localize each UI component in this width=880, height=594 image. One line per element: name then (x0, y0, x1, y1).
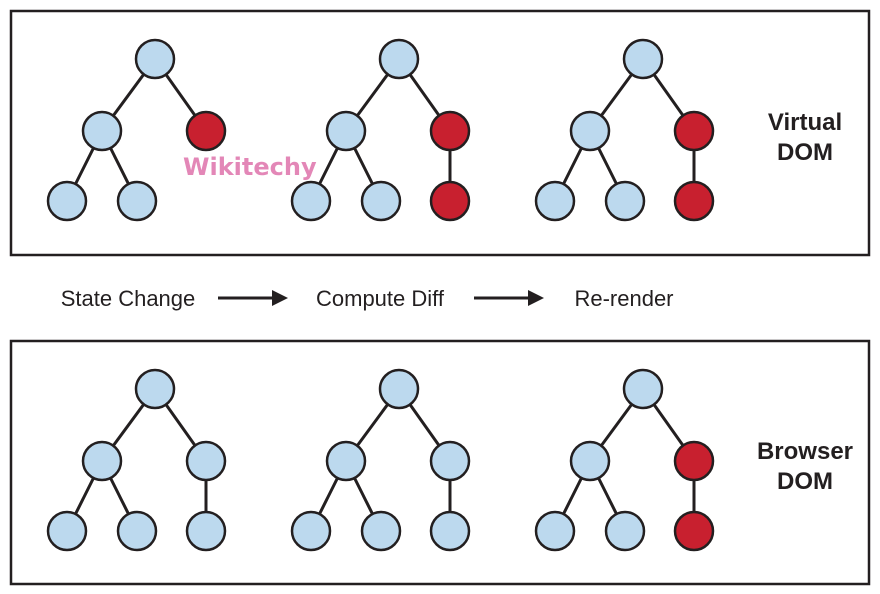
tree-node (325, 110, 367, 152)
tree-node (81, 110, 123, 152)
browser-dom-panel: Browser DOM (9, 339, 871, 586)
tree-node (46, 510, 88, 552)
virtual-dom-label-line1: Virtual (768, 109, 842, 136)
tree-node-changed (673, 440, 715, 482)
tree-node (290, 510, 332, 552)
tree-node (134, 368, 176, 410)
tree-node-changed (185, 110, 227, 152)
tree-node-changed (673, 510, 715, 552)
tree-node (569, 440, 611, 482)
tree-node (116, 510, 158, 552)
browser-dom-trees (46, 368, 715, 552)
tree-node (429, 510, 471, 552)
browser-dom-tree-2 (290, 368, 471, 552)
arrow-right-icon (474, 290, 544, 306)
tree-node (622, 38, 664, 80)
browser-dom-tree-3 (534, 368, 715, 552)
tree-node (81, 440, 123, 482)
tree-node (622, 368, 664, 410)
tree-node-changed (429, 110, 471, 152)
tree-node (429, 440, 471, 482)
flow-step-compute-diff: Compute Diff (316, 286, 445, 311)
flow-step-state-change: State Change (61, 286, 196, 311)
tree-node-changed (429, 180, 471, 222)
virtual-dom-label-line2: DOM (777, 139, 833, 166)
browser-dom-tree-1 (46, 368, 227, 552)
tree-node (116, 180, 158, 222)
tree-node (360, 180, 402, 222)
tree-node (134, 38, 176, 80)
tree-node (325, 440, 367, 482)
tree-node (378, 368, 420, 410)
tree-node-changed (673, 180, 715, 222)
tree-node (185, 510, 227, 552)
virtual-dom-tree-1 (46, 38, 227, 222)
tree-node (360, 510, 402, 552)
tree-node-changed (673, 110, 715, 152)
virtual-dom-tree-3 (534, 38, 715, 222)
tree-node (534, 510, 576, 552)
tree-node (290, 180, 332, 222)
tree-node (604, 510, 646, 552)
flow-step-re-render: Re-render (574, 286, 673, 311)
tree-node (534, 180, 576, 222)
flow-row: State Change Compute Diff Re-render (61, 286, 674, 311)
arrow-right-icon (218, 290, 288, 306)
tree-node (378, 38, 420, 80)
browser-dom-label-line1: Browser (757, 438, 853, 465)
tree-node (569, 110, 611, 152)
virtual-dom-tree-2 (290, 38, 471, 222)
tree-node (185, 440, 227, 482)
virtual-dom-panel: Virtual DOM (9, 9, 871, 257)
tree-node (604, 180, 646, 222)
browser-dom-label-line2: DOM (777, 468, 833, 495)
virtual-dom-trees (46, 38, 715, 222)
tree-node (46, 180, 88, 222)
watermark-text: Wikitechy (183, 153, 317, 181)
